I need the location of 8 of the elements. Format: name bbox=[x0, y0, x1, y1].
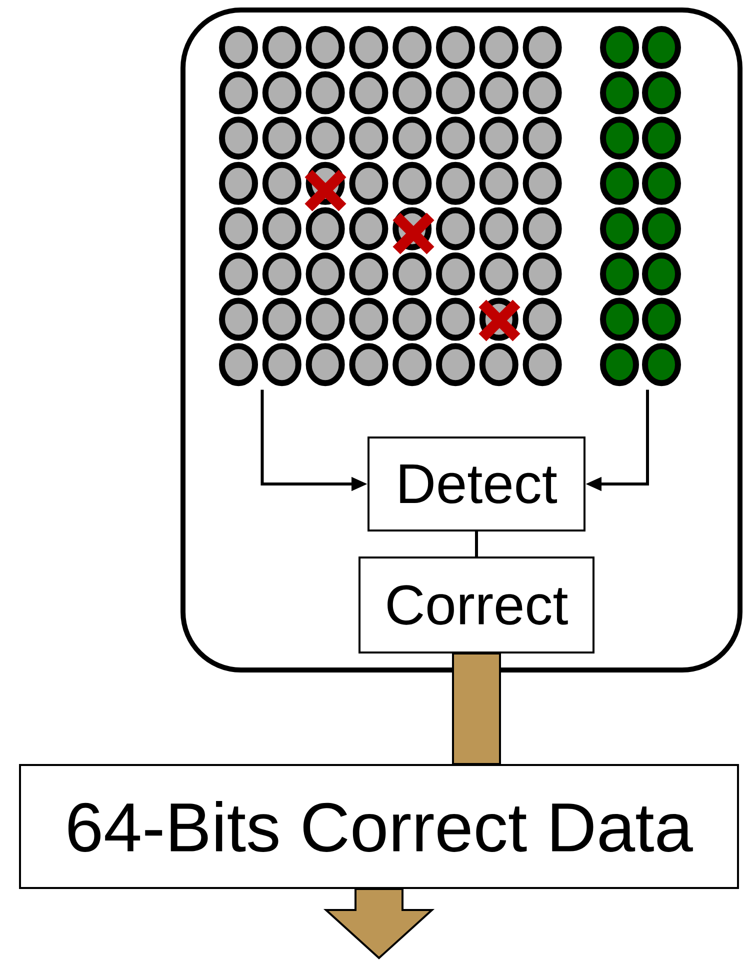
connector-line bbox=[475, 532, 478, 556]
wide-arrow bbox=[452, 652, 501, 765]
bit-grid-drawing bbox=[600, 26, 681, 386]
wide-arrow bbox=[323, 888, 435, 960]
label-box: Detect bbox=[368, 436, 586, 532]
label-box: 64-Bits Correct Data bbox=[19, 764, 739, 889]
bit-grid-drawing bbox=[219, 26, 562, 386]
label-box: Correct bbox=[358, 556, 594, 654]
